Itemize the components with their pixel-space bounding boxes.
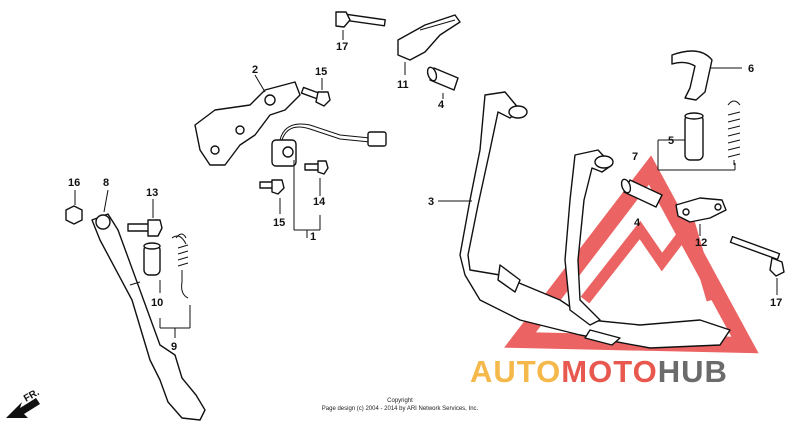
callout-11: 11 xyxy=(397,79,409,91)
callout-8: 8 xyxy=(103,177,109,189)
callout-4-lower: 4 xyxy=(634,217,641,229)
nut-part-16 xyxy=(65,205,83,225)
callout-15-upper: 15 xyxy=(315,66,327,78)
callout-1: 1 xyxy=(310,231,316,243)
callout-17-upper: 17 xyxy=(336,41,348,53)
callout-4-upper: 4 xyxy=(438,99,445,111)
direction-label: FR. xyxy=(22,387,42,405)
watermark-moto: MOTO xyxy=(561,354,657,389)
bolt-part-17-lower xyxy=(729,235,785,277)
callout-9: 9 xyxy=(171,341,177,353)
collar-part-4-lower xyxy=(620,178,663,208)
side-stand-part-8 xyxy=(91,213,206,421)
callout-3: 3 xyxy=(428,196,434,208)
callout-12: 12 xyxy=(695,237,707,249)
callout-10: 10 xyxy=(151,297,163,309)
callout-6: 6 xyxy=(748,63,754,75)
bolt-part-17-upper xyxy=(335,11,386,28)
callout-14: 14 xyxy=(313,196,326,208)
bolt-part-15-upper xyxy=(300,86,331,107)
bolt-part-13 xyxy=(127,219,163,237)
collar-part-10 xyxy=(143,242,161,276)
callout-5: 5 xyxy=(668,135,674,147)
bracket-part-2 xyxy=(194,81,301,166)
screw-part-14 xyxy=(304,160,329,175)
callout-2: 2 xyxy=(252,64,258,76)
collar-part-4-upper xyxy=(426,66,459,91)
callout-17-lower: 17 xyxy=(770,297,782,309)
watermark-auto: AUTO xyxy=(470,354,561,389)
callout-15-lower: 15 xyxy=(273,217,285,229)
copyright-title: Copyright xyxy=(387,398,413,404)
bracket-part-12 xyxy=(675,197,727,223)
front-direction-arrow: FR. xyxy=(6,387,42,418)
collar-part-5 xyxy=(684,112,704,161)
watermark-text: AUTOMOTOHUB xyxy=(470,354,728,389)
watermark-hub: HUB xyxy=(658,354,728,389)
bolt-part-15-lower xyxy=(259,179,285,195)
spring-part-9 xyxy=(171,233,189,299)
main-stand-part-3 xyxy=(459,91,731,349)
bracket-part-11 xyxy=(397,14,461,61)
callout-13: 13 xyxy=(146,187,158,199)
spring-part-7 xyxy=(727,100,741,165)
copyright-notice: Page design (c) 2004 - 2014 by ARI Netwo… xyxy=(322,406,479,412)
callout-16: 16 xyxy=(68,177,80,189)
hook-part-6 xyxy=(671,50,713,101)
stand-switch-part-1 xyxy=(271,123,387,167)
callout-7: 7 xyxy=(632,151,638,163)
